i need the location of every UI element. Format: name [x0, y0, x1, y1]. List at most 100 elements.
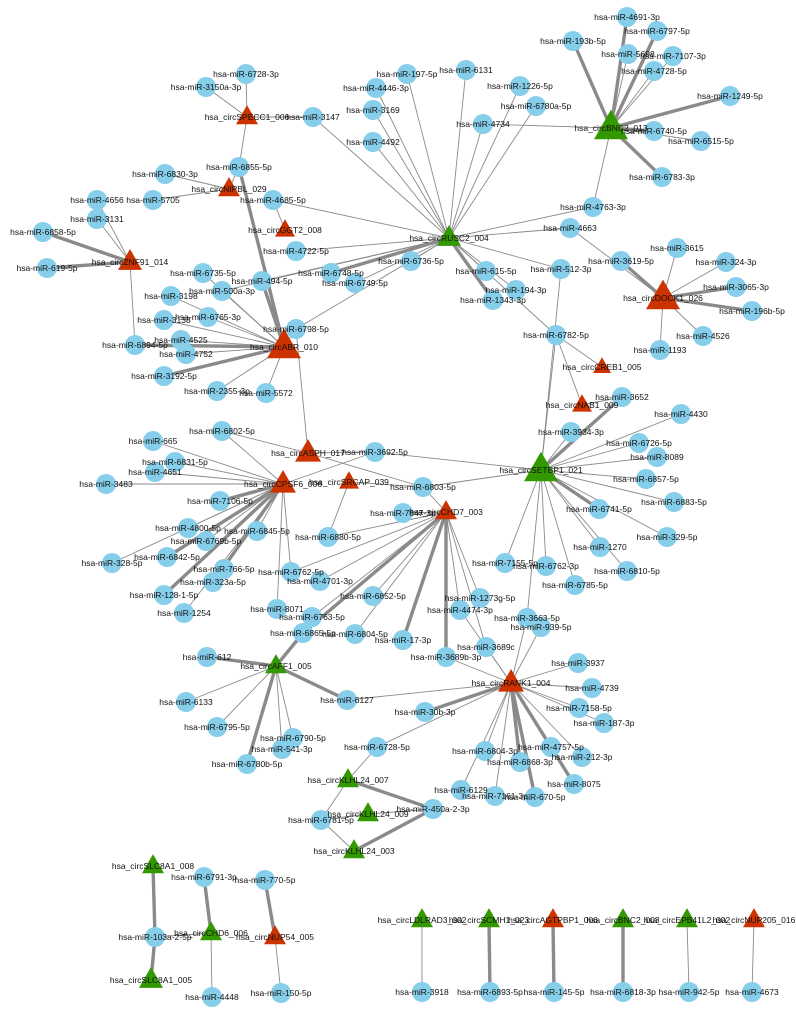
mirna-node[interactable]	[618, 44, 638, 64]
circrna-node[interactable]	[478, 908, 500, 928]
mirna-node[interactable]	[652, 167, 672, 187]
mirna-node[interactable]	[617, 561, 637, 581]
mirna-node[interactable]	[531, 617, 551, 637]
mirna-node[interactable]	[286, 319, 306, 339]
mirna-node[interactable]	[525, 787, 545, 807]
mirna-node[interactable]	[197, 647, 217, 667]
mirna-node[interactable]	[194, 867, 214, 887]
mirna-node[interactable]	[720, 86, 740, 106]
circrna-node[interactable]	[411, 908, 433, 928]
circrna-node[interactable]	[542, 908, 564, 928]
mirna-node[interactable]	[413, 477, 433, 497]
mirna-node[interactable]	[510, 752, 530, 772]
mirna-node[interactable]	[87, 190, 107, 210]
mirna-node[interactable]	[271, 983, 291, 1003]
mirna-node[interactable]	[476, 261, 496, 281]
mirna-node[interactable]	[572, 747, 592, 767]
circrna-node[interactable]	[676, 908, 698, 928]
circrna-node[interactable]	[435, 500, 457, 520]
mirna-node[interactable]	[742, 982, 762, 1002]
circrna-node[interactable]	[646, 279, 680, 310]
mirna-node[interactable]	[145, 462, 165, 482]
mirna-node[interactable]	[589, 499, 609, 519]
circrna-node[interactable]	[236, 105, 258, 125]
mirna-node[interactable]	[365, 442, 385, 462]
mirna-node[interactable]	[178, 518, 198, 538]
mirna-node[interactable]	[594, 713, 614, 733]
mirna-node[interactable]	[617, 7, 637, 27]
mirna-node[interactable]	[310, 571, 330, 591]
mirna-node[interactable]	[203, 572, 223, 592]
circrna-node[interactable]	[594, 109, 628, 140]
mirna-node[interactable]	[366, 78, 386, 98]
mirna-node[interactable]	[212, 421, 232, 441]
mirna-node[interactable]	[229, 157, 249, 177]
mirna-node[interactable]	[256, 383, 276, 403]
mirna-node[interactable]	[568, 653, 588, 673]
circrna-node[interactable]	[264, 925, 286, 945]
mirna-node[interactable]	[544, 982, 564, 1002]
mirna-node[interactable]	[560, 218, 580, 238]
mirna-node[interactable]	[345, 273, 365, 293]
mirna-node[interactable]	[303, 107, 323, 127]
mirna-node[interactable]	[583, 197, 603, 217]
mirna-node[interactable]	[667, 238, 687, 258]
mirna-node[interactable]	[647, 447, 667, 467]
mirna-node[interactable]	[207, 381, 227, 401]
mirna-node[interactable]	[193, 263, 213, 283]
mirna-node[interactable]	[650, 340, 670, 360]
circrna-node[interactable]	[200, 921, 222, 941]
mirna-node[interactable]	[367, 737, 387, 757]
mirna-node[interactable]	[286, 241, 306, 261]
mirna-node[interactable]	[611, 251, 631, 271]
mirna-node[interactable]	[145, 927, 165, 947]
mirna-node[interactable]	[33, 222, 53, 242]
mirna-node[interactable]	[716, 252, 736, 272]
mirna-node[interactable]	[485, 786, 505, 806]
mirna-node[interactable]	[102, 553, 122, 573]
mirna-node[interactable]	[161, 286, 181, 306]
mirna-node[interactable]	[510, 76, 530, 96]
mirna-node[interactable]	[476, 637, 496, 657]
mirna-node[interactable]	[255, 870, 275, 890]
mirna-node[interactable]	[237, 754, 257, 774]
mirna-node[interactable]	[726, 277, 746, 297]
circrna-node[interactable]	[265, 654, 287, 674]
mirna-node[interactable]	[629, 433, 649, 453]
mirna-node[interactable]	[157, 547, 177, 567]
mirna-node[interactable]	[475, 741, 495, 761]
mirna-node[interactable]	[436, 647, 456, 667]
mirna-node[interactable]	[155, 164, 175, 184]
mirna-node[interactable]	[198, 307, 218, 327]
circrna-node[interactable]	[270, 469, 296, 493]
mirna-node[interactable]	[480, 982, 500, 1002]
mirna-node[interactable]	[96, 474, 116, 494]
mirna-node[interactable]	[363, 132, 383, 152]
mirna-node[interactable]	[236, 64, 256, 84]
mirna-node[interactable]	[565, 575, 585, 595]
mirna-node[interactable]	[526, 96, 546, 116]
mirna-node[interactable]	[321, 263, 341, 283]
mirna-node[interactable]	[263, 190, 283, 210]
mirna-node[interactable]	[125, 335, 145, 355]
mirna-node[interactable]	[272, 739, 292, 759]
mirna-node[interactable]	[143, 190, 163, 210]
circrna-node[interactable]	[142, 854, 164, 874]
mirna-node[interactable]	[176, 344, 196, 364]
circrna-node[interactable]	[295, 438, 321, 462]
mirna-node[interactable]	[252, 271, 272, 291]
mirna-node[interactable]	[536, 556, 556, 576]
circrna-node[interactable]	[437, 225, 461, 246]
circrna-node[interactable]	[612, 908, 634, 928]
mirna-node[interactable]	[393, 503, 413, 523]
mirna-node[interactable]	[561, 422, 581, 442]
mirna-node[interactable]	[742, 301, 762, 321]
circrna-node[interactable]	[524, 451, 558, 482]
circrna-node[interactable]	[337, 768, 359, 788]
mirna-node[interactable]	[165, 452, 185, 472]
mirna-node[interactable]	[87, 209, 107, 229]
mirna-node[interactable]	[281, 562, 301, 582]
circrna-node[interactable]	[139, 967, 163, 988]
mirna-node[interactable]	[582, 678, 602, 698]
mirna-node[interactable]	[541, 737, 561, 757]
